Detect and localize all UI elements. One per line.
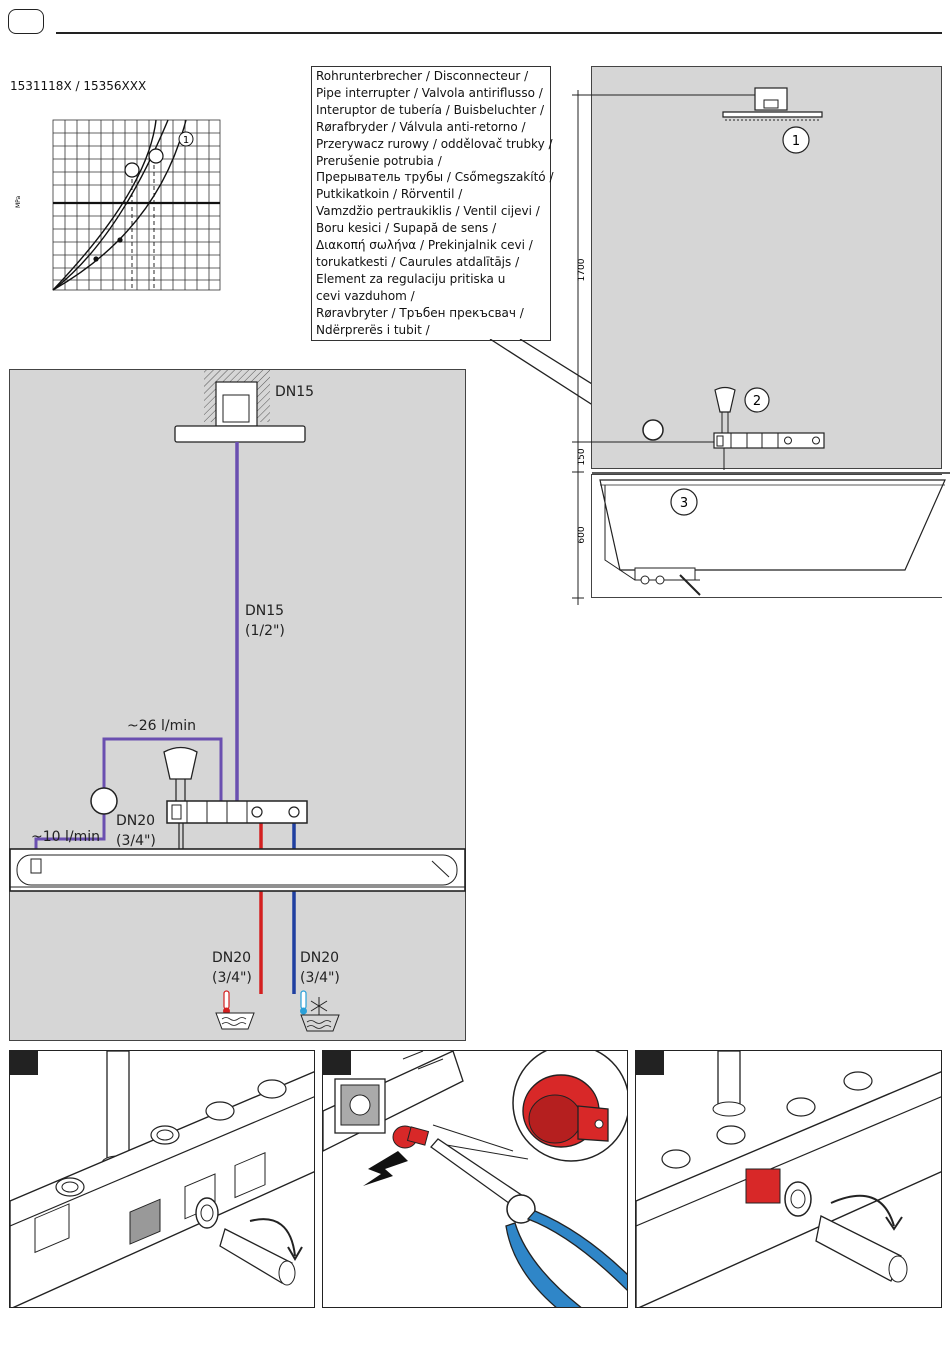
disconnector-callout: Rohrunterbrecher / Disconnecteur / Pipe … <box>311 66 554 341</box>
step-panel-2 <box>322 1050 628 1308</box>
mixer-bar <box>166 800 308 824</box>
step-2-illustration <box>323 1051 627 1307</box>
step-badge <box>10 1051 38 1075</box>
model-number: 1531118X / 15356XXX <box>10 79 147 93</box>
callout-line: Røravbryter / Тръбен прекъсвач / <box>316 305 524 320</box>
label-flow-26: ~26 l/min <box>127 718 197 734</box>
callout-line: Прерыватель трубы / Csőmegszakító / <box>316 170 554 185</box>
chart-grid <box>52 119 221 291</box>
callout-line: Element za regulaciju pritiska u <box>316 271 506 286</box>
label-dn15-top: DN15 <box>275 384 315 400</box>
red-part <box>392 1125 430 1149</box>
marker-3: 3 <box>680 496 688 511</box>
callout-line: Rørafbryder / Válvula anti-retorno / <box>316 119 526 134</box>
callout-line: Interuptor de tubería / Buisbeluchter / <box>316 102 545 117</box>
callout-line: torukatkesti / Caurules atdalītājs / <box>316 254 520 269</box>
callout-line: Vamzdžio pertraukiklis / Ventil cijevi / <box>316 204 540 219</box>
label-flow-10: ~10 l/min <box>31 829 101 845</box>
arrow-icon <box>363 1151 408 1186</box>
label-dn20-valve: DN20 (3/4") <box>116 813 156 849</box>
curve-a <box>52 119 169 291</box>
bathtub-icon <box>9 848 466 892</box>
callout-line: Ndërprerës i tubit / <box>316 322 430 337</box>
label-dn20-hot: DN20 (3/4") <box>212 950 252 986</box>
disconnector-icon <box>90 787 118 815</box>
header-rule <box>56 32 942 34</box>
step-panel-3 <box>635 1050 942 1308</box>
dimension-150: 150 <box>577 448 587 465</box>
left-axis-label: MPa <box>15 195 22 208</box>
callout-line: Przerywacz rurowy / oddělovač trubky / <box>316 136 553 151</box>
pipe-26lmin <box>102 737 223 801</box>
red-part-closeup <box>512 1051 627 1162</box>
label-dn15-pipe: DN15 (1/2") <box>245 603 285 639</box>
step-3-illustration <box>636 1051 941 1307</box>
step-panel-1 <box>9 1050 315 1308</box>
hand-shower-icon <box>714 386 736 433</box>
hand-shower-icon <box>163 746 198 877</box>
hot-water-icon <box>215 990 255 1030</box>
piping-drawing <box>9 370 466 1032</box>
curve-label: 1 <box>183 135 189 146</box>
dimension-600: 600 <box>577 526 587 543</box>
mixer-bar <box>713 432 825 470</box>
marker-2: 2 <box>753 394 761 409</box>
curve-b <box>52 119 187 291</box>
curve-c <box>52 119 157 291</box>
disconnector-icon <box>642 419 664 441</box>
pliers-icon <box>430 1138 627 1307</box>
callout-line: Prerušenie potrubia / <box>316 153 442 168</box>
marker-1: 1 <box>792 134 800 149</box>
step-number-box <box>8 9 44 34</box>
cold-water-icon <box>300 990 340 1032</box>
step-badge <box>323 1051 351 1075</box>
red-part <box>745 1168 781 1204</box>
overview-drawing: 1 2 3 1700 150 600 <box>572 87 950 605</box>
label-dn20-cold: DN20 (3/4") <box>300 950 340 986</box>
overhead-shower-icon <box>722 87 823 121</box>
step-1-illustration <box>10 1051 314 1307</box>
callout-line: Putkikatkoin / Rörventil / <box>316 187 463 202</box>
callout-line: cevi vazduhom / <box>316 288 415 303</box>
callout-line: Rohrunterbrecher / Disconnecteur / <box>316 69 529 83</box>
callout-line: Διακοπή σωλήνα / Prekinjalnik cevi / <box>316 238 533 253</box>
bathtub-icon <box>592 472 950 596</box>
callout-line: Pipe interrupter / Valvola antiriflusso … <box>316 85 543 100</box>
step-badge <box>636 1051 664 1075</box>
overhead-shower-icon <box>174 425 306 443</box>
flow-pressure-chart: 1 MPa bar <box>15 119 221 291</box>
callout-line: Boru kesici / Supapă de sens / <box>316 221 497 236</box>
dimension-1700: 1700 <box>577 258 587 281</box>
